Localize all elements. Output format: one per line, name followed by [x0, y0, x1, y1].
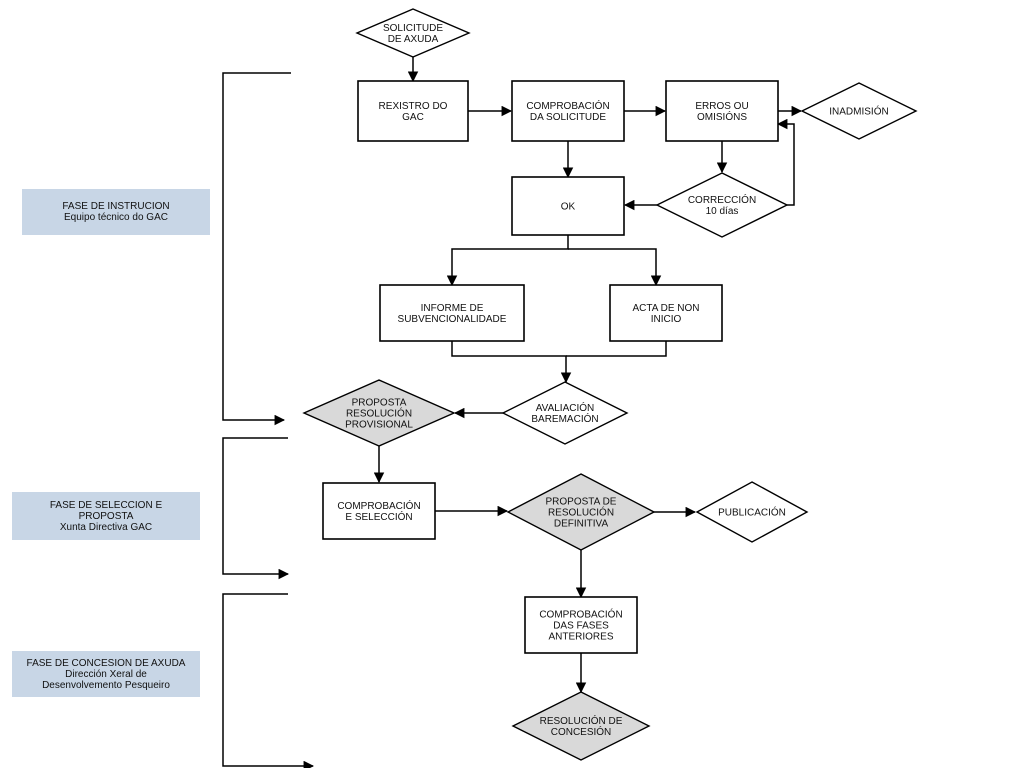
avaliacion-label: AVALIACIÓN [536, 401, 595, 414]
phase-concesion-subtitle: Dirección Xeral de Desenvolvemento Pesqu… [42, 668, 170, 691]
phase-seleccion-subtitle: Xunta Directiva GAC [59, 521, 153, 533]
comprobacion-solicitude-box [511, 80, 625, 142]
correccion-label: CORRECCIÓN [688, 193, 756, 206]
publicacion-diamond [695, 481, 809, 543]
proposta-definitiva-label: RESOLUCIÓN [548, 506, 614, 519]
informe-label: INFORME DE [421, 303, 484, 314]
proposta-definitiva-label: DEFINITIVA [554, 519, 609, 530]
node-inadmision: INADMISIÓN [800, 82, 918, 140]
comprobacion-seleccion-label: E SELECCIÓN [345, 510, 412, 523]
connector-line [222, 437, 290, 580]
comprobacion-fases-label: COMPROBACIÓN [539, 608, 622, 621]
comprobacion-seleccion-label: COMPROBACIÓN [337, 499, 420, 512]
node-publicacion: PUBLICACIÓN [695, 481, 809, 543]
connector-line [222, 72, 291, 426]
proposta-provisional-label: PROPOSTA [352, 398, 407, 409]
ok-label: OK [561, 202, 576, 213]
correccion-diamond [655, 172, 789, 238]
connector-line [568, 248, 662, 287]
resolucion-concesion-label: RESOLUCIÓN DE [540, 714, 623, 727]
acta-label: ACTA DE NON [632, 303, 699, 314]
inadmision-diamond [800, 82, 918, 140]
resolucion-concesion-diamond [511, 691, 651, 761]
connector-line [446, 235, 569, 287]
connector-line [451, 341, 572, 384]
erros-label: ERROS OU [695, 101, 748, 112]
erros-label: OMISIÓNS [697, 110, 747, 123]
comprobacion-fases-label: DAS FASES [553, 621, 609, 632]
phase-concesion: FASE DE CONCESION DE AXUDA Dirección Xer… [12, 651, 200, 697]
informe-label: SUBVENCIONALIDADE [398, 314, 507, 325]
phase-instrucion: FASE DE INSTRUCION Equipo técnico do GAC [22, 189, 210, 235]
ok-box [511, 176, 625, 236]
connector-line [776, 118, 795, 206]
comprobacion-fases-box [524, 596, 638, 654]
comprobacion-fases-label: ANTERIORES [548, 632, 613, 643]
phase-instrucion-title: FASE DE INSTRUCION [62, 201, 170, 212]
phase-seleccion: FASE DE SELECCION E PROPOSTA Xunta Direc… [12, 492, 200, 540]
phase-instrucion-subtitle: Equipo técnico do GAC [64, 212, 168, 223]
proposta-provisional-label: PROVISIONAL [345, 420, 413, 431]
informe-box [379, 284, 525, 342]
publicacion-label: PUBLICACIÓN [718, 506, 786, 519]
proposta-definitiva-label: PROPOSTA DE [546, 497, 617, 508]
comprobacion-seleccion-box [322, 482, 436, 540]
node-ok: OK [511, 176, 625, 236]
inadmision-label: INADMISIÓN [829, 105, 888, 118]
connector-line [222, 593, 315, 768]
proposta-definitiva-diamond [506, 473, 656, 551]
acta-label: INICIO [651, 314, 682, 325]
solicitude-label: DE AXUDA [388, 34, 439, 45]
resolucion-concesion-label: CONCESIÓN [551, 725, 612, 738]
solicitude-diamond [355, 8, 471, 58]
connector-lines [222, 57, 803, 768]
phase-concesion-title: FASE DE CONCESION DE AXUDA [26, 657, 186, 669]
correccion-label: 10 días [706, 206, 739, 217]
acta-box [609, 284, 723, 342]
avaliacion-diamond [501, 381, 629, 445]
solicitude-label: SOLICITUDE [383, 23, 443, 34]
proposta-provisional-diamond [302, 379, 456, 447]
rexistro-label: GAC [402, 112, 424, 123]
phase-seleccion-title: FASE DE SELECCION E PROPOSTA [49, 499, 163, 522]
comprobacion-solicitude-label: DA SOLICITUDE [530, 112, 606, 123]
avaliacion-label: BAREMACIÓN [531, 412, 598, 425]
comprobacion-solicitude-label: COMPROBACIÓN [526, 99, 609, 112]
rexistro-label: REXISTRO DO [379, 101, 448, 112]
proposta-provisional-label: RESOLUCIÓN [346, 407, 412, 420]
erros-box [665, 80, 779, 142]
connector-line [566, 341, 667, 357]
rexistro-box [357, 80, 469, 142]
